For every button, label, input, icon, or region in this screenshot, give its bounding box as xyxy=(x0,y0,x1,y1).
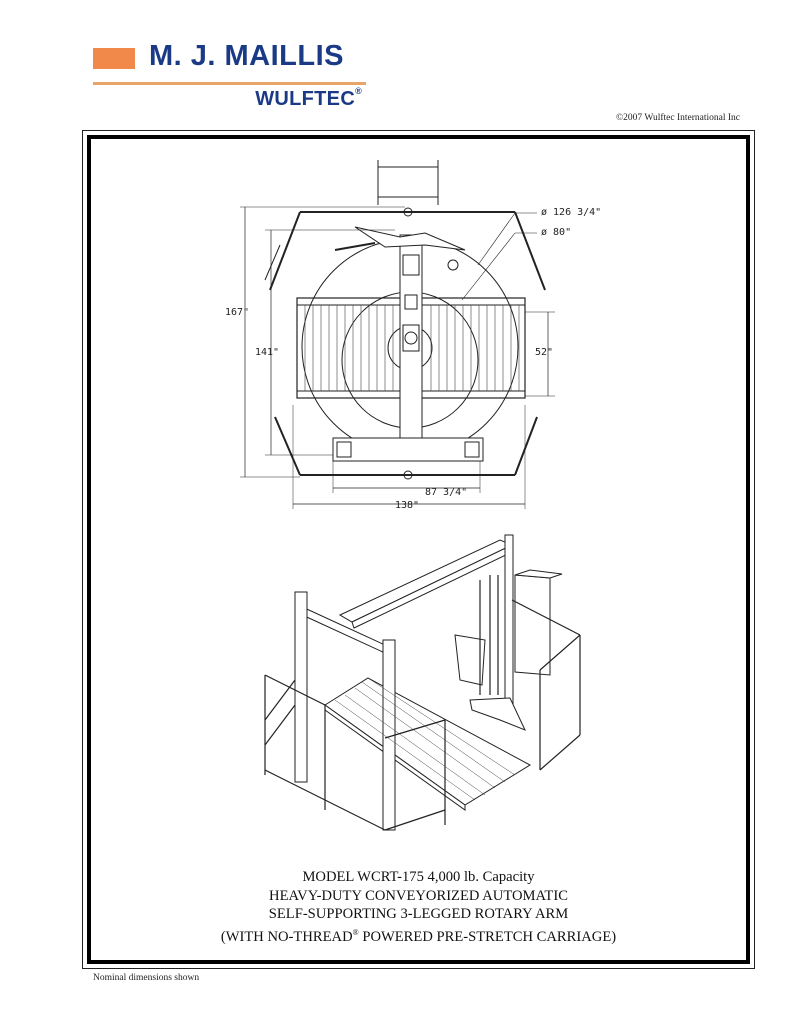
dim-conveyor-width: 52" xyxy=(535,347,553,358)
top-view-drawing: ø 126 3/4" ø 80" 167" 141" 52" 87 3/4" 1… xyxy=(225,160,601,511)
company-logo: M. J. MAILLIS WULFTEC® xyxy=(93,40,368,119)
copyright-notice: ©2007 Wulftec International Inc xyxy=(615,113,740,123)
dim-overall-width: 138" xyxy=(395,500,419,511)
caption-line-type: HEAVY-DUTY CONVEYORIZED AUTOMATIC xyxy=(269,887,568,904)
caption-line-arm: SELF-SUPPORTING 3-LEGGED ROTARY ARM xyxy=(268,906,569,922)
logo-divider xyxy=(93,82,366,85)
dim-inner-height: 141" xyxy=(255,347,279,358)
caption-line4-prefix: (WITH NO-THREAD xyxy=(220,928,353,945)
model-caption: MODEL WCRT-175 4,000 lb. Capacity HEAVY-… xyxy=(87,868,750,946)
logo-sub-brand: WULFTEC® xyxy=(255,86,362,111)
dim-base-width: 87 3/4" xyxy=(425,487,467,498)
page-frame-inner xyxy=(87,135,750,964)
dim-arm-diameter: ø 126 3/4" xyxy=(541,207,601,218)
logo-orange-square xyxy=(93,48,135,69)
registered-mark: ® xyxy=(352,927,359,937)
registered-mark: ® xyxy=(355,86,362,96)
isometric-view-drawing xyxy=(264,534,581,831)
dim-inner-diameter: ø 80" xyxy=(541,227,571,238)
logo-sub-brand-text: WULFTEC xyxy=(255,88,356,110)
logo-company-name: M. J. MAILLIS xyxy=(149,40,344,72)
dim-overall-height: 167" xyxy=(225,307,249,318)
caption-line4-suffix: POWERED PRE-STRETCH CARRIAGE) xyxy=(358,928,617,945)
footnote: Nominal dimensions shown xyxy=(93,973,200,983)
page-frame-outer xyxy=(82,130,755,969)
caption-line-carriage: (WITH NO-THREAD® POWERED PRE-STRETCH CAR… xyxy=(87,924,750,946)
caption-line-model: MODEL WCRT-175 4,000 lb. Capacity xyxy=(302,869,535,885)
